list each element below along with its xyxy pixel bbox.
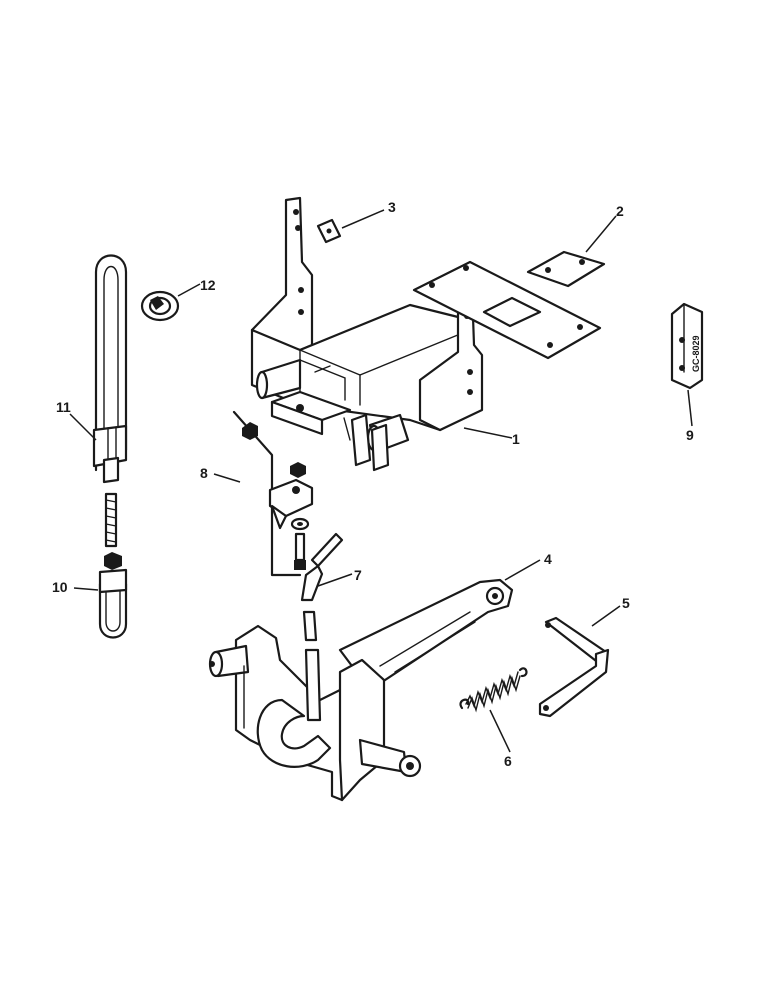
part-3-small-plate [316, 218, 342, 244]
part-6-spring [459, 667, 528, 713]
part-4-hitch [208, 578, 514, 802]
part-5-lever [538, 616, 610, 718]
leader-lines [69, 209, 693, 753]
callout-12: 12 [200, 277, 216, 293]
part-7-pin [300, 532, 344, 642]
part-2-plate [526, 250, 606, 288]
callout-4: 4 [544, 551, 552, 567]
callout-9: 9 [686, 427, 694, 443]
callouts: 1 2 3 4 5 6 7 8 9 10 11 12 [52, 199, 694, 769]
callout-3: 3 [388, 199, 396, 215]
callout-8: 8 [200, 465, 208, 481]
callout-7: 7 [354, 567, 362, 583]
part-11-u-rod [92, 254, 128, 548]
part-8-assembly [232, 410, 314, 577]
part-1-frame [250, 196, 602, 472]
callout-5: 5 [622, 595, 630, 611]
reference-code: GC-8029 [691, 335, 701, 372]
callout-2: 2 [616, 203, 624, 219]
callout-11: 11 [56, 399, 71, 415]
part-10-u-bolt [98, 552, 128, 639]
part-12-bushing [140, 290, 180, 322]
part-9-bracket: GC-8029 [670, 302, 704, 390]
callout-10: 10 [52, 579, 68, 595]
callout-6: 6 [504, 753, 512, 769]
callout-1: 1 [512, 431, 520, 447]
